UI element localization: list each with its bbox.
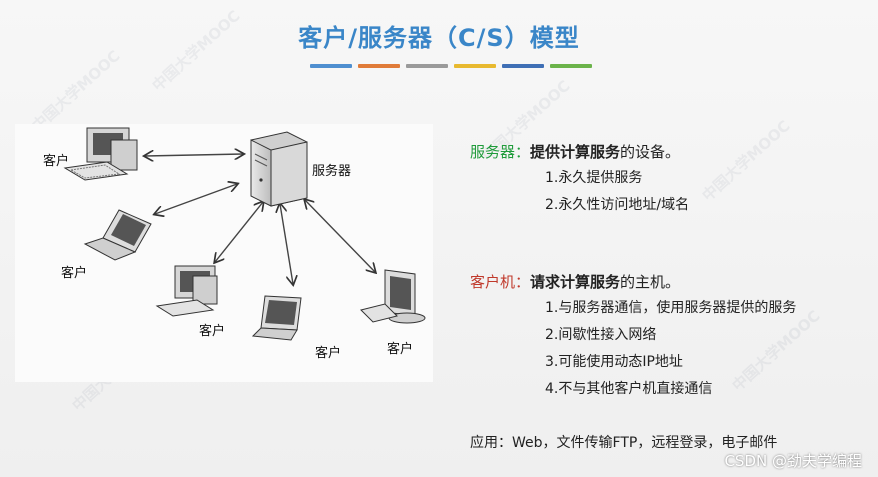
title-bar-gray <box>406 64 448 68</box>
page-title: 客户/服务器（C/S）模型 <box>298 24 580 52</box>
server-definition: 服务器：提供计算服务的设备。 <box>470 141 680 162</box>
server-item-2: 2.永久性访问地址/域名 <box>545 197 690 213</box>
link-client3-server <box>215 202 263 262</box>
title-bar-darkblue <box>502 64 544 68</box>
client-desktop-icon-1 <box>63 127 138 181</box>
server-definition-rest: 的设备。 <box>620 143 681 161</box>
title-bar-blue <box>310 64 352 68</box>
client-laptop-icon-2 <box>83 209 152 261</box>
link-client4-server <box>280 204 293 284</box>
title-color-bars <box>310 64 592 68</box>
client-item-2: 2.间歇性接入网络 <box>545 327 657 343</box>
server-label: 服务器 <box>312 164 352 179</box>
client-label-5: 客户 <box>387 342 414 357</box>
client-definition-bold: 请求计算服务 <box>530 273 621 291</box>
server-icon <box>250 131 308 207</box>
link-client2-server <box>155 184 237 214</box>
watermark: 中国大学MOOC <box>698 116 794 205</box>
client-item-4: 4.不与其他客户机直接通信 <box>545 381 713 397</box>
title-bar-green <box>550 64 592 68</box>
client-term: 客户机： <box>470 273 531 291</box>
watermark: 中国大学MOOC <box>728 306 824 395</box>
client-definition-rest: 的主机。 <box>620 273 681 291</box>
client-definition: 客户机：请求计算服务的主机。 <box>470 271 680 292</box>
watermark: 中国大学MOOC <box>28 46 124 135</box>
csdn-credit: CSDN @劲夫学编程 <box>724 452 862 470</box>
client-desktop-icon-3 <box>155 265 218 317</box>
client-label-1: 客户 <box>43 154 70 169</box>
client-item-3: 3.可能使用动态IP地址 <box>545 354 683 370</box>
link-client5-server <box>305 200 375 272</box>
client-laptop-icon-4 <box>251 295 302 341</box>
server-definition-bold: 提供计算服务 <box>530 143 621 161</box>
link-client1-server <box>145 154 243 156</box>
title-bar-orange <box>358 64 400 68</box>
client-monitor-icon-5 <box>360 269 426 324</box>
client-label-2: 客户 <box>61 266 88 281</box>
client-label-3: 客户 <box>199 324 226 339</box>
cs-network-diagram: 服务器 客户 客户 客户 客户 客户 <box>15 124 433 382</box>
diagram-svg <box>63 127 426 341</box>
client-item-1: 1.与服务器通信，使用服务器提供的服务 <box>545 300 797 316</box>
server-item-1: 1.永久提供服务 <box>545 170 643 186</box>
application-line: 应用：Web，文件传输FTP，远程登录，电子邮件 <box>470 435 778 451</box>
server-term: 服务器： <box>470 143 531 161</box>
client-label-4: 客户 <box>315 346 342 361</box>
title-bar-yellow <box>454 64 496 68</box>
